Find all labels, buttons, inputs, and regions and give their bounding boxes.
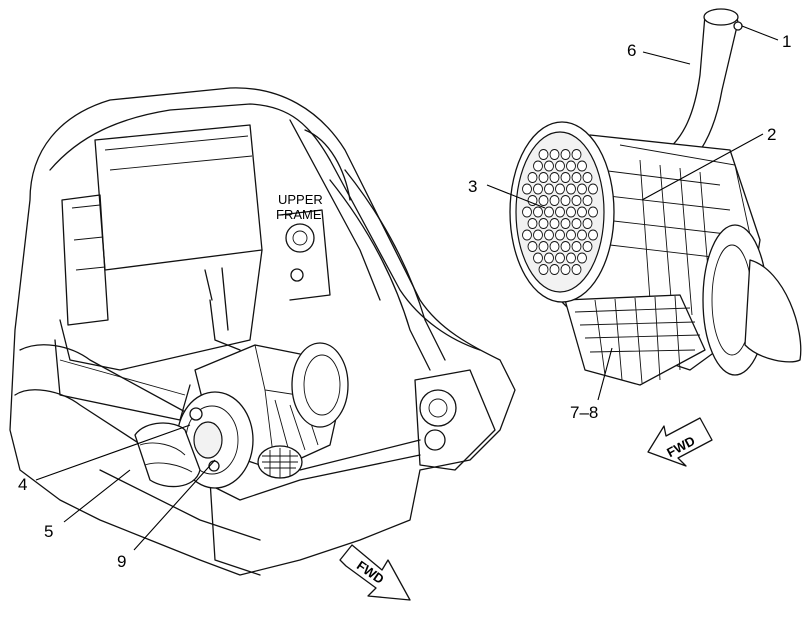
honeycomb-cell bbox=[533, 229, 543, 241]
honeycomb-cell bbox=[527, 172, 538, 183]
honeycomb-cell bbox=[560, 195, 571, 206]
honeycomb-cell bbox=[522, 206, 532, 218]
leader-9 bbox=[133, 459, 216, 551]
honeycomb-cell bbox=[533, 252, 543, 264]
honeycomb-cell bbox=[527, 195, 538, 206]
callout-6: 6 bbox=[627, 41, 636, 60]
honeycomb-cell bbox=[560, 172, 571, 183]
honeycomb-cell bbox=[538, 195, 549, 206]
honeycomb-cell bbox=[588, 229, 598, 241]
fwd-arrow-bottom: FWD bbox=[339, 544, 411, 601]
leader-78 bbox=[597, 347, 613, 401]
callout-3: 3 bbox=[468, 177, 477, 196]
honeycomb-cell bbox=[582, 241, 593, 252]
honeycomb-cell bbox=[544, 252, 554, 264]
leader-lines bbox=[35, 25, 779, 551]
honeycomb-cell bbox=[588, 183, 598, 195]
honeycomb-cell bbox=[566, 183, 576, 195]
honeycomb-cell bbox=[571, 172, 582, 183]
honeycomb-cell bbox=[544, 229, 554, 241]
honeycomb-cell bbox=[555, 252, 565, 264]
honeycomb-cell bbox=[544, 183, 554, 195]
honeycomb-cell bbox=[549, 195, 560, 206]
honeycomb-cell bbox=[549, 218, 560, 229]
honeycomb-cell bbox=[555, 183, 565, 195]
honeycomb-cell bbox=[571, 241, 582, 252]
honeycomb-cell bbox=[544, 206, 554, 218]
honeycomb-cell bbox=[588, 206, 598, 218]
honeycomb-cell bbox=[571, 149, 582, 160]
callout-5: 5 bbox=[44, 522, 53, 541]
honeycomb-cell bbox=[566, 206, 576, 218]
leader-2 bbox=[641, 133, 764, 201]
honeycomb-cell bbox=[560, 241, 571, 252]
honeycomb-cell bbox=[577, 252, 587, 264]
honeycomb-cell bbox=[566, 252, 576, 264]
honeycomb-cell bbox=[555, 206, 565, 218]
callout-1: 1 bbox=[782, 32, 791, 51]
leader-1 bbox=[741, 25, 779, 41]
leader-4 bbox=[35, 424, 191, 481]
honeycomb-cell bbox=[533, 160, 543, 172]
honeycomb-cell bbox=[549, 172, 560, 183]
honeycomb-cell bbox=[577, 183, 587, 195]
honeycomb-cell bbox=[538, 241, 549, 252]
honeycomb-cell bbox=[582, 195, 593, 206]
honeycomb-cell bbox=[560, 264, 571, 275]
honeycomb-cell bbox=[571, 218, 582, 229]
honeycomb-cell bbox=[544, 160, 554, 172]
callout-7-8: 7–8 bbox=[570, 403, 598, 422]
honeycomb-cell bbox=[577, 206, 587, 218]
filter-cover-honeycomb bbox=[522, 149, 598, 275]
leader-5 bbox=[63, 469, 131, 523]
machine-frame bbox=[9, 87, 516, 576]
honeycomb-cell bbox=[533, 183, 543, 195]
fwd-arrow-right: FWD bbox=[647, 417, 713, 467]
honeycomb-cell bbox=[527, 241, 538, 252]
honeycomb-cell bbox=[549, 241, 560, 252]
honeycomb-cell bbox=[560, 149, 571, 160]
honeycomb-cell bbox=[522, 183, 532, 195]
honeycomb-cell bbox=[522, 229, 532, 241]
honeycomb-cell bbox=[549, 264, 560, 275]
upper-frame-label-line1: UPPER bbox=[278, 192, 323, 207]
callout-9: 9 bbox=[117, 552, 126, 571]
honeycomb-cell bbox=[566, 229, 576, 241]
honeycomb-cell bbox=[538, 218, 549, 229]
leader-3 bbox=[486, 184, 546, 209]
honeycomb-cell bbox=[582, 172, 593, 183]
honeycomb-cell bbox=[538, 172, 549, 183]
honeycomb-cell bbox=[577, 229, 587, 241]
honeycomb-cell bbox=[555, 229, 565, 241]
leader-6 bbox=[642, 51, 691, 65]
honeycomb-cell bbox=[571, 264, 582, 275]
honeycomb-cell bbox=[538, 264, 549, 275]
honeycomb-cell bbox=[582, 218, 593, 229]
honeycomb-cell bbox=[571, 195, 582, 206]
honeycomb-cell bbox=[560, 218, 571, 229]
fwd-arrow-bottom-icon bbox=[339, 544, 411, 601]
callout-4: 4 bbox=[18, 475, 27, 494]
fwd-arrow-right-icon bbox=[647, 417, 713, 467]
honeycomb-cell bbox=[577, 160, 587, 172]
honeycomb-cell bbox=[527, 218, 538, 229]
honeycomb-cell bbox=[549, 149, 560, 160]
honeycomb-cell bbox=[538, 149, 549, 160]
upper-frame-label-line2: FRAME bbox=[276, 207, 322, 222]
honeycomb-cell bbox=[533, 206, 543, 218]
honeycomb-cell bbox=[566, 160, 576, 172]
callout-2: 2 bbox=[767, 125, 776, 144]
honeycomb-cell bbox=[555, 160, 565, 172]
